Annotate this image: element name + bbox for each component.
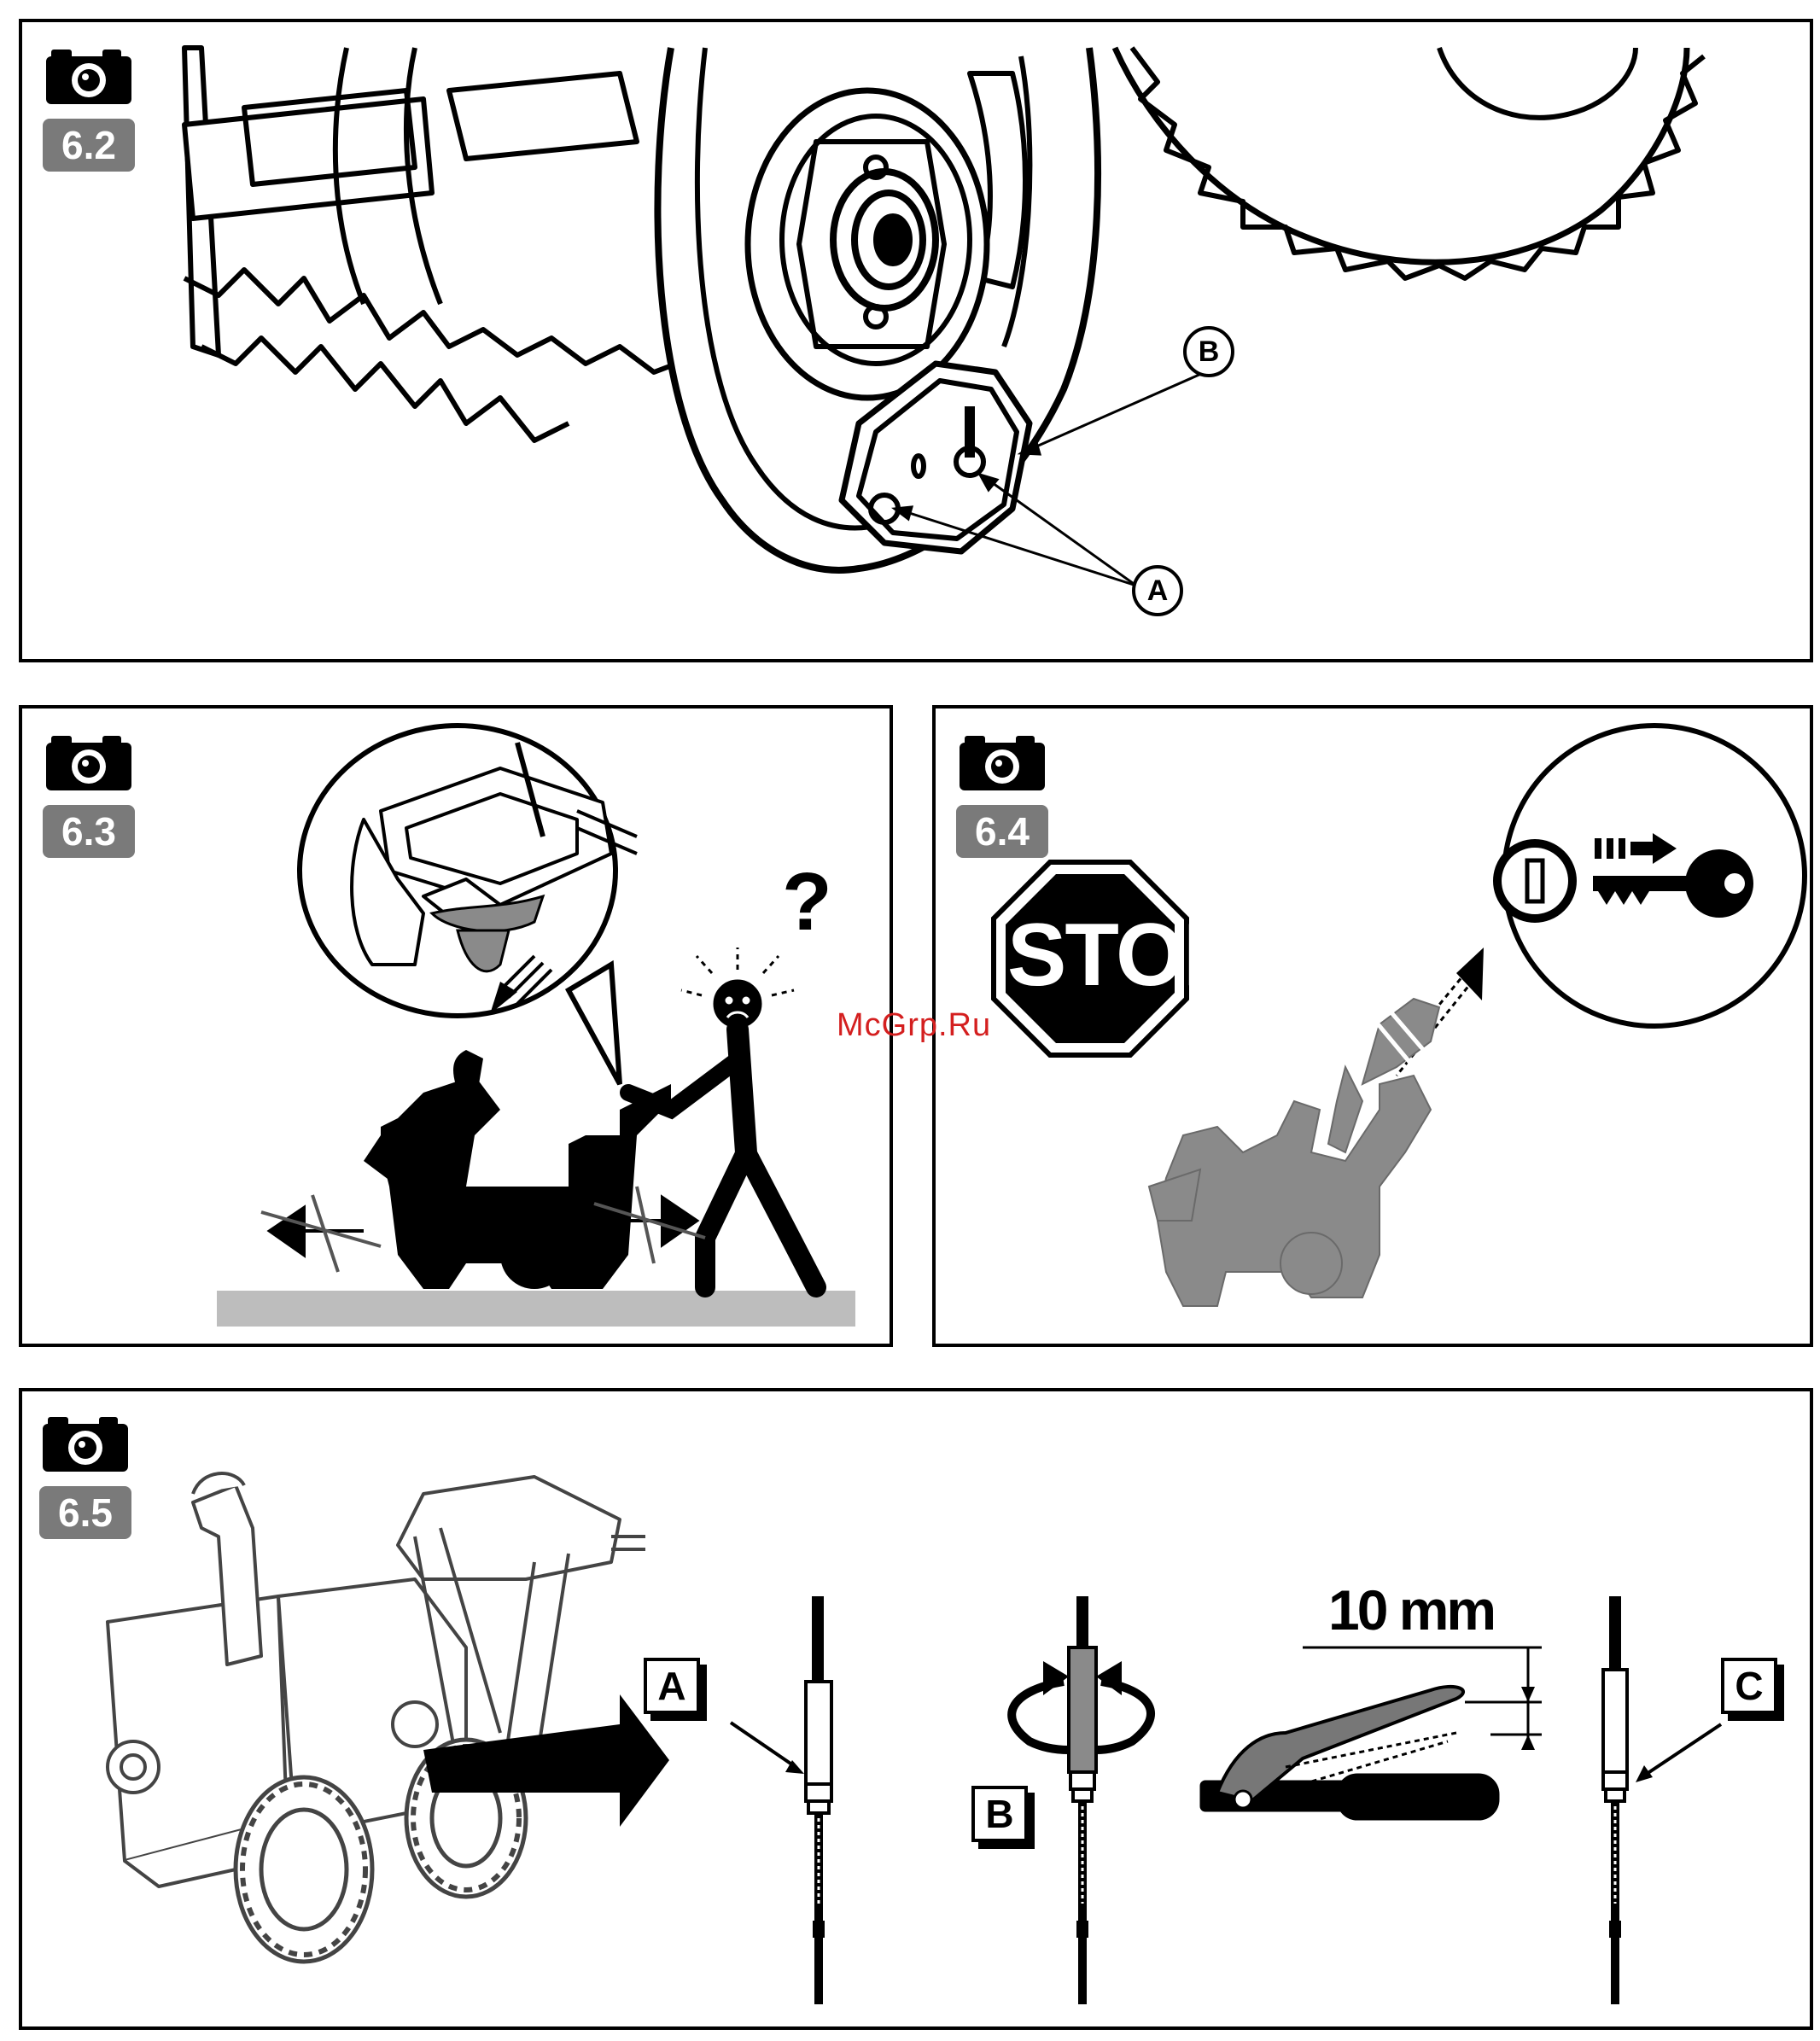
question-mark: ?	[782, 855, 832, 949]
figure-badge: 6.3	[43, 732, 135, 858]
figure-number: 6.5	[39, 1486, 131, 1539]
figure-badge: 6.5	[39, 1414, 131, 1539]
watermark: McGrp.Ru	[837, 1007, 991, 1044]
callout-b: B	[1183, 326, 1234, 377]
step-label-a: A	[644, 1658, 700, 1714]
blocked-chute-illustration	[22, 709, 893, 1347]
camera-icon	[43, 732, 135, 792]
figure-6-4-panel: STOP 6.4	[932, 705, 1813, 1347]
camera-icon	[956, 732, 1048, 792]
camera-icon	[39, 1414, 131, 1473]
camera-icon	[43, 46, 135, 106]
callout-a: A	[1132, 565, 1183, 616]
cable-adjustment-illustration	[22, 1391, 1813, 2030]
stop-engine-illustration	[936, 709, 1813, 1347]
figure-number: 6.2	[43, 119, 135, 172]
figure-6-2-panel: 6.2 B A	[19, 19, 1813, 662]
figure-badge: 6.4	[956, 732, 1048, 858]
step-label-c: C	[1721, 1658, 1777, 1714]
step-label-b: B	[971, 1786, 1028, 1842]
gap-dimension: 10 mm	[1328, 1577, 1494, 1642]
ignition-icon	[1497, 843, 1572, 918]
auger-wheel-illustration	[22, 22, 1813, 662]
figure-number: 6.4	[956, 805, 1048, 858]
figure-badge: 6.2	[43, 46, 135, 172]
stop-sign-text: STOP	[1007, 905, 1240, 1006]
figure-number: 6.3	[43, 805, 135, 858]
figure-6-3-panel: 6.3 ?	[19, 705, 893, 1347]
ground	[217, 1291, 855, 1327]
figure-6-5-panel: 6.5 A B C 10 mm	[19, 1388, 1813, 2030]
